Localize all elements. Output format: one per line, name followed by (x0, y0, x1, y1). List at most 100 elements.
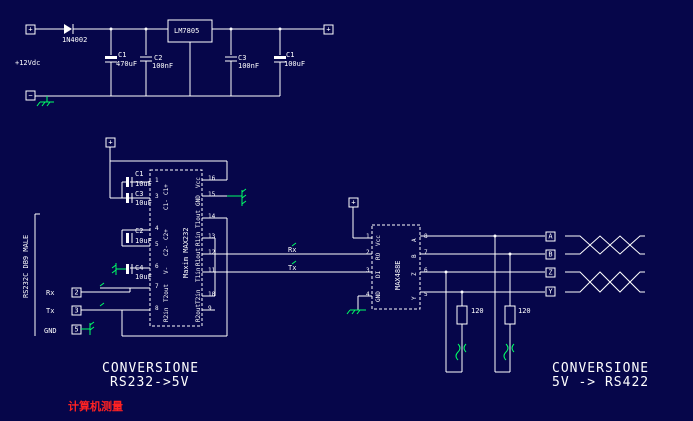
twisted-pair-ab (565, 235, 645, 255)
max488-pin-a-name: A (411, 238, 418, 242)
max232-cap1-value: 10uF (135, 180, 152, 188)
db9-rx-label: Rx (46, 289, 54, 297)
cap3-ref: C3 (238, 54, 246, 62)
max488-chip (371, 224, 421, 310)
output-a-label: A (548, 233, 553, 241)
twisted-pair-zy (565, 271, 645, 293)
max488-pin-z-name: Z (411, 272, 418, 276)
db9-pin5-label: 5 (74, 326, 78, 334)
regulator-label: LM7805 (174, 27, 199, 35)
output-terminal-b (545, 249, 556, 260)
max232-pin1: 1 (155, 177, 159, 184)
max232-pin4: 4 (155, 225, 159, 232)
net-tx-label: Tx (288, 264, 296, 272)
max232-pin15: 15 (208, 191, 216, 198)
output-plus-terminal-label: + (326, 26, 330, 34)
input-plus-terminal-label: + (28, 26, 32, 34)
output-plus-terminal (323, 24, 334, 35)
caption-right-line1: CONVERSIONE (552, 361, 649, 376)
max232-pin8: 8 (155, 305, 159, 312)
output-b-label: B (548, 251, 552, 259)
max232-pin4-name: C2+ (163, 229, 170, 240)
caption-left-line1: CONVERSIONE (102, 361, 199, 376)
max232-vcc-terminal-label: + (108, 139, 112, 147)
output-y-label: Y (548, 288, 553, 296)
input-gnd-terminal-label: − (28, 92, 32, 100)
cap1-ref: C1 (118, 51, 126, 59)
db9-pin3-label: 3 (74, 307, 78, 315)
max232-pin5: 5 (155, 241, 159, 248)
max232-pin14-name: T1out (195, 210, 202, 228)
max232-capacitors: C1 10uF C3 10uF C2 10uF C4 10uF (111, 170, 152, 281)
max232-section: + Maxim MAX232 1 3 4 5 6 7 8 C1+ C1- (22, 137, 372, 337)
diode-label: 1N4002 (62, 36, 87, 44)
resistor2-value: 120 (518, 307, 531, 315)
max488-pin-ro-name: RO (375, 252, 382, 260)
max232-left-pins: 1 3 4 5 6 7 8 C1+ C1- C2+ C2- V- T2out R… (100, 177, 170, 322)
max232-pin3-name: C1- (163, 199, 170, 210)
max232-pin16: 16 (208, 175, 216, 182)
max488-pin-di-name: DI (375, 270, 382, 278)
max232-pin12-name: R1out (195, 248, 202, 266)
max488-pin2: 2 (366, 249, 370, 256)
output-terminal-y (545, 286, 556, 297)
caption-right-line2: 5V -> RS422 (552, 375, 649, 390)
max488-vcc-terminal-label: + (351, 199, 355, 207)
max488-pin-vcc-name: Vcc (375, 235, 382, 246)
max232-pin6: 6 (155, 263, 159, 270)
output-terminal-a (545, 231, 556, 242)
termination-resistor-2 (504, 305, 516, 325)
max232-pin3: 3 (155, 193, 159, 200)
max232-pin5-name: C2- (163, 245, 170, 256)
max232-pin12: 12 (208, 249, 216, 256)
cap2-value: 100nF (152, 62, 173, 70)
max232-cap3-ref: C3 (135, 190, 143, 198)
max488-pin3: 3 (366, 267, 370, 274)
max232-pin14: 14 (208, 213, 216, 220)
cap1-value: 470uF (116, 60, 137, 68)
max488-chip-label: MAX488E (394, 260, 402, 290)
max232-cap1-ref: C1 (135, 170, 143, 178)
db9-pin2-label: 2 (74, 289, 78, 297)
max232-pin13-name: R1in (195, 231, 202, 246)
max232-chip-label: Maxim MAX232 (182, 227, 190, 278)
input-voltage-label: +12Vdc (15, 59, 40, 67)
max232-pin10: 10 (208, 291, 216, 298)
cap2-ref: C2 (154, 54, 162, 62)
max232-pin8-name: R2in (163, 307, 170, 322)
diode-symbol (64, 24, 72, 34)
max232-pin7-name: T2out (163, 284, 170, 302)
cap4-value: 100uF (284, 60, 305, 68)
cap3-value: 100nF (238, 62, 259, 70)
cap4-ref: C1 (286, 51, 294, 59)
max232-pin11-name: T1in (195, 267, 202, 282)
max488-pin7: 7 (424, 249, 428, 256)
db9-connector-label: RS232C DB9 MALE (22, 235, 30, 298)
max488-pin6: 6 (424, 267, 428, 274)
max232-right-pins: 16 15 14 13 12 11 10 9 Vcc GND T1out R1i… (195, 175, 372, 322)
net-rx-label: Rx (288, 246, 296, 254)
max232-pin6-name: V- (163, 267, 170, 274)
max488-pin5: 5 (424, 291, 428, 298)
max488-pin1: 1 (366, 233, 370, 240)
db9-connector: RS232C DB9 MALE Rx Tx GND 2 3 5 (22, 213, 227, 337)
max488-pin4: 4 (366, 291, 370, 298)
max232-pin10-name: T2in (195, 289, 202, 304)
max488-pin-y-name: Y (411, 296, 418, 300)
max232-pin9: 9 (208, 305, 212, 312)
max232-pin1-name: C1+ (163, 184, 170, 195)
max232-pin16-name: Vcc (195, 177, 202, 188)
caption-left-line2: RS232->5V (110, 375, 189, 390)
max488-section: + MAX488E 1 2 3 4 Vcc RO DI GND 8 7 6 5 … (346, 197, 645, 373)
max232-pin11: 11 (208, 267, 216, 274)
db9-gnd-label: GND (44, 327, 57, 335)
max232-cap2-value: 10uF (135, 237, 152, 245)
max232-pin13: 13 (208, 233, 216, 240)
max488-pin-gnd-name: GND (375, 291, 382, 302)
max232-pin15-name: GND (195, 195, 202, 206)
power-supply: + 1N4002 +12Vdc LM7805 + C1 470uF C2 100… (15, 19, 334, 107)
max232-chip (149, 169, 203, 327)
max232-cap4-ref: C4 (135, 264, 143, 272)
db9-tx-label: Tx (46, 307, 54, 315)
